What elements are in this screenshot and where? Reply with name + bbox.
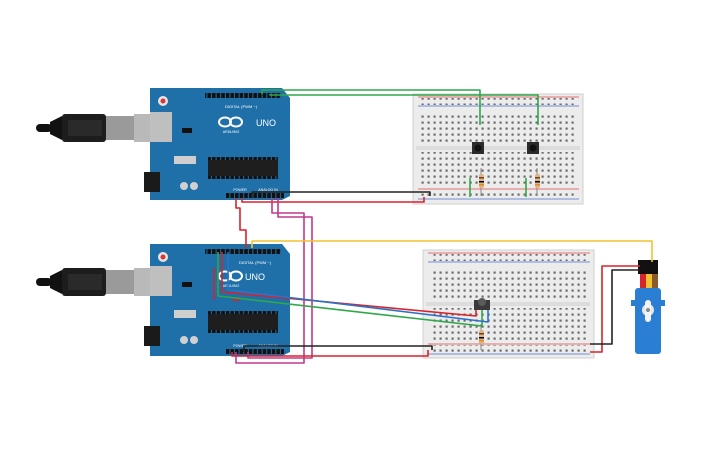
usb-plug-icon: [36, 278, 52, 286]
wire-red-between[interactable]: [235, 198, 247, 248]
model-label: UNO: [245, 272, 265, 282]
wire-green-button1[interactable]: [261, 89, 481, 125]
power-analog-header: [226, 193, 284, 198]
usb-cable-top[interactable]: [36, 114, 152, 142]
infinity-logo-icon: [218, 270, 243, 282]
wire-red-5v-top[interactable]: [241, 197, 425, 203]
analog-label: ANALOG IN: [258, 188, 278, 192]
breadboard-bottom[interactable]: [422, 249, 595, 359]
arduino-uno-bottom[interactable]: DIGITAL (PWM ~) UNO ARDUINO POWER ANALOG…: [144, 244, 290, 356]
arduino-uno-top[interactable]: DIGITAL (PWM ~) UNO ARDUINO POWER ANALOG…: [144, 88, 290, 200]
capacitor: [180, 336, 188, 344]
digital-label: DIGITAL (PWM ~): [225, 104, 258, 109]
resistor-2: [535, 168, 540, 196]
power-jack: [144, 172, 160, 192]
servo-motor[interactable]: [631, 260, 665, 354]
breadboard-top[interactable]: [412, 93, 584, 205]
wire-red-pot[interactable]: [221, 252, 477, 317]
wire-red-5v-bottom[interactable]: [231, 350, 429, 357]
wire-green-pot[interactable]: [217, 252, 483, 327]
digital-header: [205, 249, 281, 254]
wire-black-gnd-bottom[interactable]: [243, 345, 433, 352]
microcontroller-chip: [208, 314, 278, 330]
resistor-3: [479, 324, 484, 350]
servo-connector: [638, 260, 658, 274]
wire-black-gnd-top[interactable]: [251, 191, 431, 198]
infinity-logo-icon: [218, 116, 243, 128]
wire-yellow-servo[interactable]: [251, 240, 653, 262]
power-analog-header: [226, 349, 284, 354]
wire-green-button2[interactable]: [269, 94, 539, 125]
microcontroller-chip: [208, 160, 278, 176]
model-label: UNO: [256, 118, 276, 128]
brand-label: ARDUINO: [223, 130, 240, 134]
digital-header: [205, 93, 281, 98]
potentiometer[interactable]: [474, 298, 490, 310]
digital-label: DIGITAL (PWM ~): [239, 260, 272, 265]
brand-label: ARDUINO: [223, 284, 240, 288]
wire-red-servo[interactable]: [590, 265, 640, 353]
wire-blue-pot[interactable]: [227, 252, 489, 323]
wire-magenta-2[interactable]: [247, 198, 313, 359]
power-label: POWER: [233, 344, 247, 348]
power-jack: [144, 326, 160, 346]
pushbutton-2[interactable]: [527, 142, 539, 154]
pushbutton-1[interactable]: [472, 142, 484, 154]
usb-port: [150, 112, 172, 142]
wire-magenta-1[interactable]: [235, 198, 305, 364]
usb-cable-bottom[interactable]: [36, 268, 152, 296]
usb-plug-icon: [36, 124, 52, 132]
wire-black-servo[interactable]: [590, 269, 640, 345]
power-label: POWER: [233, 188, 247, 192]
wires: [213, 89, 653, 364]
usb-port: [150, 266, 172, 296]
resistor-1: [479, 168, 484, 196]
capacitor: [180, 182, 188, 190]
